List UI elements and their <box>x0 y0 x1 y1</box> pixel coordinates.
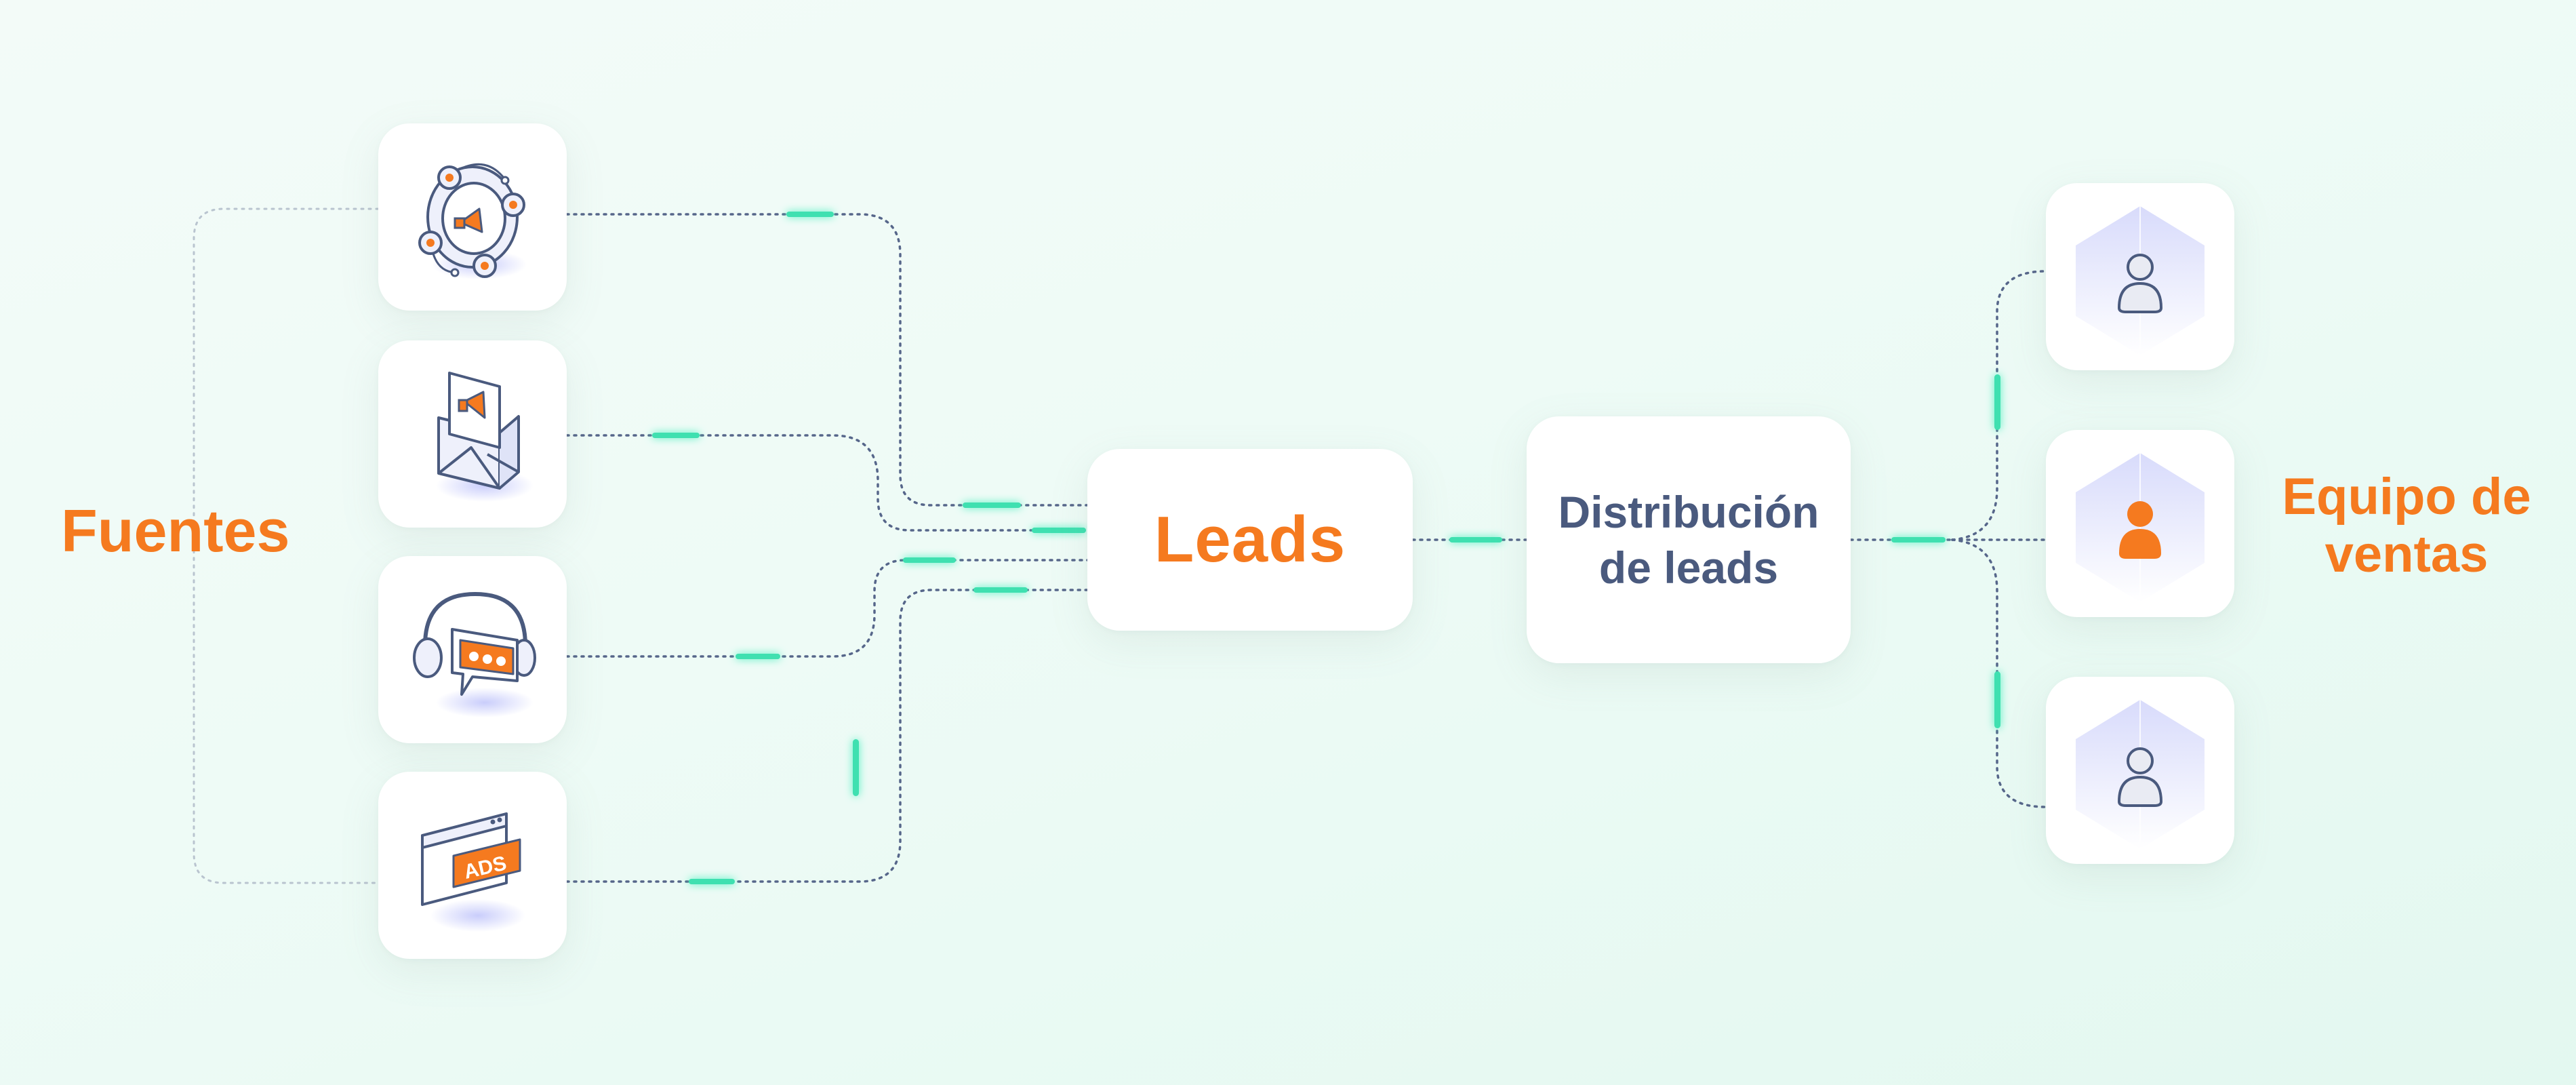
distribution-label-line2: de leads <box>1598 542 1779 593</box>
connector-support <box>565 559 1089 658</box>
sources-label: Fuentes <box>61 497 290 564</box>
sources-bracket <box>193 208 380 884</box>
pulse-marker <box>652 433 700 438</box>
source-card-email[interactable] <box>378 340 567 528</box>
connector-social <box>565 213 1089 507</box>
distribution-node[interactable]: Distribución de leads <box>1527 416 1851 663</box>
connector-ads <box>565 589 1089 883</box>
email-campaign-icon <box>398 359 547 509</box>
ads-browser-icon: ADS <box>398 791 547 940</box>
agent-avatar-highlighted-icon <box>2046 430 2234 617</box>
source-card-ads[interactable]: ADS <box>378 772 567 959</box>
sales-team-label-line2: ventas <box>2325 526 2489 584</box>
agent-avatar-icon <box>2046 677 2234 864</box>
connector-agent-top <box>1951 270 2047 541</box>
sales-team-label: Equipo de ventas <box>2257 468 2556 583</box>
connector-email <box>565 434 1089 532</box>
pulse-marker <box>1994 374 2000 430</box>
pulse-marker <box>853 739 859 796</box>
agent-avatar-icon <box>2046 183 2234 370</box>
source-card-support[interactable] <box>378 556 567 743</box>
agent-card-middle[interactable] <box>2046 430 2234 617</box>
leads-label: Leads <box>1154 503 1346 576</box>
pulse-marker <box>973 587 1028 593</box>
leads-node[interactable]: Leads <box>1087 449 1413 631</box>
pulse-marker <box>736 654 780 659</box>
distribution-label-line1: Distribución <box>1558 486 1819 537</box>
agent-card-top[interactable] <box>2046 183 2234 370</box>
pulse-marker <box>1891 537 1946 542</box>
sales-team-label-line1: Equipo de <box>2282 468 2531 526</box>
social-network-icon <box>398 142 547 292</box>
pulse-marker <box>1994 671 2000 728</box>
pulse-marker <box>1449 537 1502 542</box>
pulse-marker <box>786 212 834 217</box>
pulse-marker <box>903 557 956 563</box>
connector-agent-bottom <box>1951 538 2047 808</box>
pulse-marker <box>689 879 735 884</box>
support-chat-icon <box>398 575 547 724</box>
pulse-marker <box>1032 528 1086 533</box>
pulse-marker <box>963 502 1021 508</box>
source-card-social[interactable] <box>378 123 567 311</box>
agent-card-bottom[interactable] <box>2046 677 2234 864</box>
